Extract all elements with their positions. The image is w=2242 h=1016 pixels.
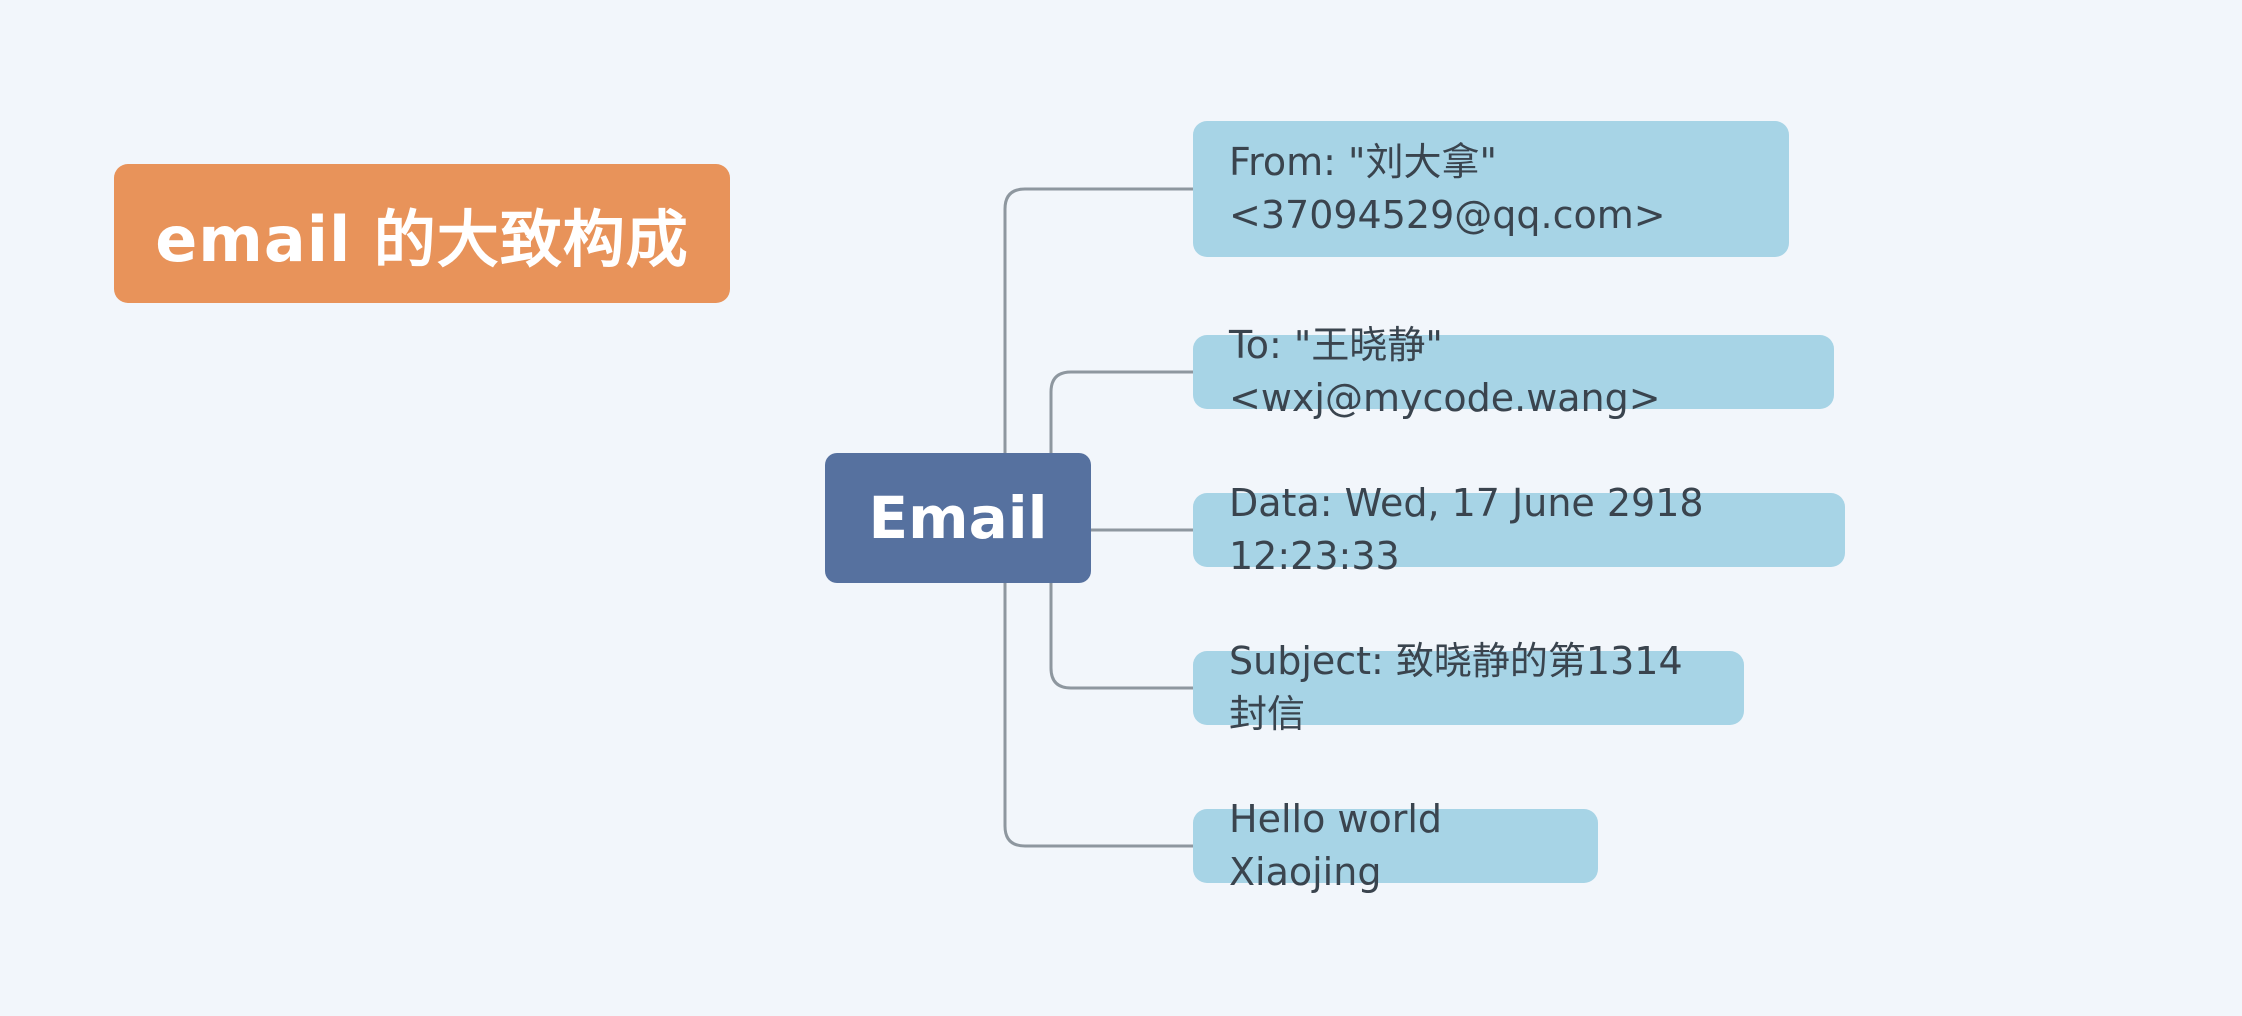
child-node-label: From: "刘大拿" <37094529@qq.com> xyxy=(1229,139,1666,237)
child-node-date[interactable]: Data: Wed, 17 June 2918 12:23:33 xyxy=(1193,481,1845,578)
child-node-body[interactable]: Hello world Xiaojing xyxy=(1193,797,1598,894)
connector-subject xyxy=(1049,516,1195,690)
child-node-to[interactable]: To: "王晓静" <wxj@mycode.wang> xyxy=(1193,323,1834,420)
diagram-title-label: email 的大致构成 xyxy=(155,202,689,276)
connector-from xyxy=(1003,187,1195,520)
root-node-label: Email xyxy=(868,484,1048,552)
diagram-title: email 的大致构成 xyxy=(114,164,730,303)
child-node-label: Data: Wed, 17 June 2918 12:23:33 xyxy=(1229,480,1704,578)
child-node-subject[interactable]: Subject: 致晓静的第1314封信 xyxy=(1193,639,1744,736)
child-node-from[interactable]: From: "刘大拿" <37094529@qq.com> xyxy=(1193,121,1789,257)
root-node-email[interactable]: Email xyxy=(825,453,1091,583)
child-node-label: To: "王晓静" <wxj@mycode.wang> xyxy=(1229,322,1661,420)
connector-to xyxy=(1049,370,1195,520)
connector-body xyxy=(1003,516,1195,848)
child-node-label: Hello world Xiaojing xyxy=(1229,796,1443,894)
child-node-label: Subject: 致晓静的第1314封信 xyxy=(1229,638,1683,736)
